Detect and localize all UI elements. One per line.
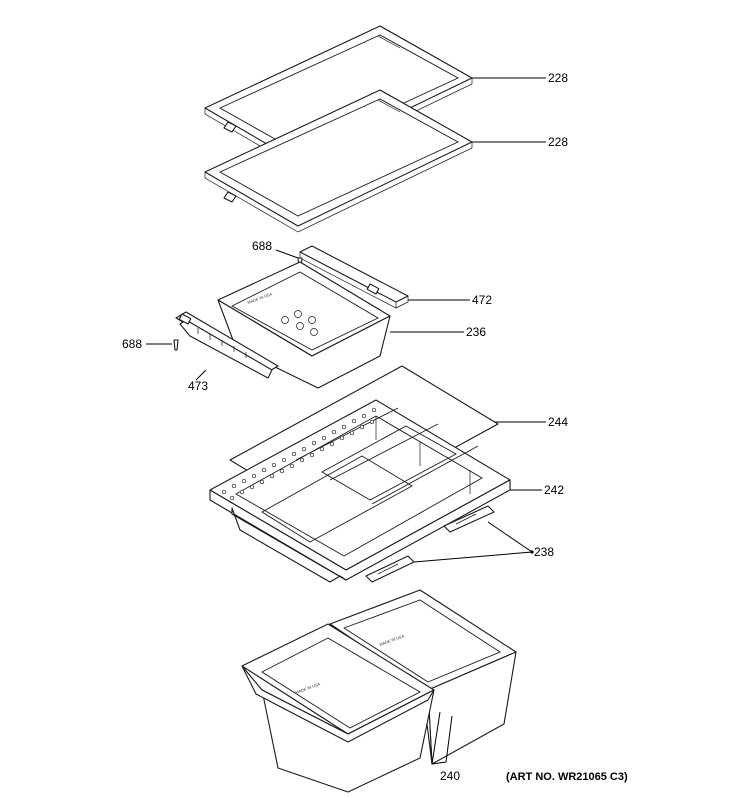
callout-473: 473 xyxy=(188,379,208,393)
shelf-frame-lower[interactable] xyxy=(204,89,473,233)
shelf-frame-top[interactable] xyxy=(204,25,473,169)
callout-228-lower: 228 xyxy=(548,135,568,149)
right-slide-rail[interactable] xyxy=(299,245,409,309)
callout-228-top: 228 xyxy=(548,71,568,85)
callout-244: 244 xyxy=(548,415,568,429)
vent-hole-rows xyxy=(221,407,377,501)
art-number: (ART NO. WR21065 C3) xyxy=(506,771,628,783)
clip-screw-left[interactable] xyxy=(173,339,179,351)
callout-238: 238 xyxy=(534,545,554,559)
callout-688-right: 688 xyxy=(252,239,272,253)
callout-472: 472 xyxy=(472,293,492,307)
humidity-slide-control-right[interactable] xyxy=(443,505,495,533)
callout-labels: 228 228 688 472 236 688 473 244 242 238 … xyxy=(122,71,628,783)
callout-688-left: 688 xyxy=(122,337,142,351)
crisper-drawer-left[interactable]: MADE IN USA xyxy=(241,623,435,793)
callout-236: 236 xyxy=(466,325,486,339)
crisper-drawer-right[interactable]: MADE IN USA xyxy=(329,589,517,765)
drawer-cover-frame[interactable] xyxy=(209,399,511,583)
meat-pan[interactable]: MADE IN USA xyxy=(217,261,391,389)
left-slide-rail[interactable] xyxy=(175,311,279,379)
leader-lines xyxy=(146,77,546,765)
callout-240: 240 xyxy=(440,769,460,783)
callout-242: 242 xyxy=(544,483,564,497)
